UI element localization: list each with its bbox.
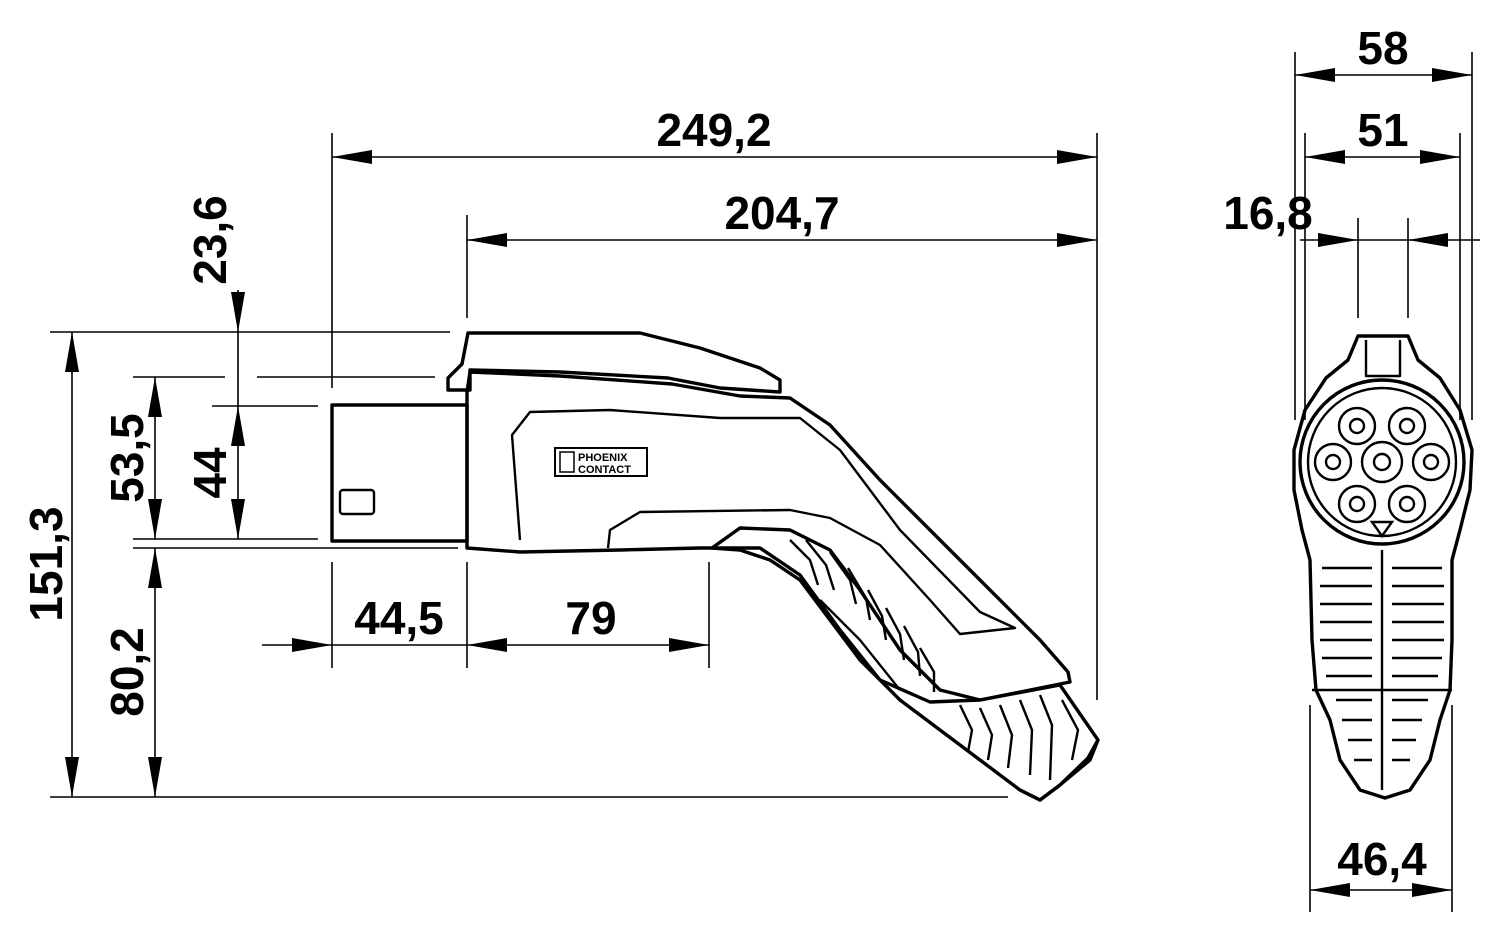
connector-front-outline: [1292, 334, 1474, 800]
pin-bottom-left: [1337, 484, 1377, 524]
dim-overall-length: 249,2: [656, 104, 771, 156]
pin-right: [1411, 442, 1451, 482]
dim-face-width: 51: [1357, 104, 1408, 156]
socket-face-inner: [1306, 386, 1458, 538]
dimension-lines: [65, 150, 1097, 797]
logo-line-1: PHOENIX: [578, 452, 628, 464]
logo-line-2: CONTACT: [578, 464, 631, 476]
housing-panel: [510, 408, 1017, 636]
nose-window: [338, 488, 376, 516]
phoenix-contact-logo: PHOENIX CONTACT: [554, 447, 648, 477]
pin-left: [1313, 442, 1353, 482]
front-view: 58 51 16,8 46,4: [1223, 22, 1480, 912]
dim-top-offset: 23,6: [184, 195, 236, 285]
grip: [710, 526, 1100, 802]
dim-nose-height: 44: [184, 447, 236, 499]
dim-grip-offset: 79: [565, 592, 616, 644]
dim-total-height: 151,3: [20, 506, 72, 621]
nose-body: [330, 403, 469, 543]
latch: [446, 331, 782, 394]
front-housing: [1292, 334, 1474, 800]
front-extension-lines: [1294, 52, 1473, 912]
contact-pins: [1313, 406, 1451, 539]
housing: [465, 370, 1072, 704]
pin-top-left: [1337, 406, 1377, 446]
extension-lines: [50, 133, 1098, 798]
dim-body-length: 204,7: [724, 187, 839, 239]
connector-side-outline: [330, 331, 1100, 802]
pin-notch: [1369, 520, 1395, 539]
pin-center: [1360, 440, 1404, 484]
front-latch: [1364, 340, 1402, 378]
grip-ribs: [789, 539, 1080, 781]
dim-lower-height: 80,2: [101, 627, 153, 717]
dim-plug-height: 53,5: [101, 413, 153, 503]
pin-top-right: [1387, 406, 1427, 446]
pin-bottom-right: [1387, 484, 1427, 524]
dim-latch-width: 16,8: [1223, 187, 1313, 239]
handle-end: [1019, 739, 1100, 802]
socket-face: [1298, 378, 1466, 546]
dim-handle-width: 46,4: [1337, 833, 1427, 885]
front-dimension-lines: [1295, 68, 1480, 897]
front-grip-ribs: [1312, 550, 1452, 790]
dim-front-width: 58: [1357, 22, 1408, 74]
side-view: PHOENIX CONTACT 249,2 204,7 23,6 53,5 44…: [20, 104, 1100, 802]
dim-nose-length: 44,5: [354, 592, 444, 644]
